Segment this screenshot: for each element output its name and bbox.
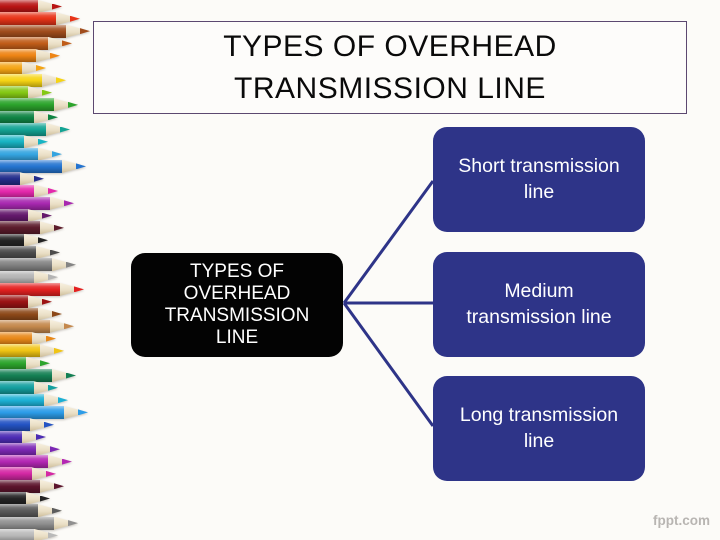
pencil bbox=[0, 528, 100, 540]
pencil bbox=[0, 0, 100, 13]
pencil bbox=[0, 344, 100, 358]
connector-line-long bbox=[342, 302, 435, 427]
colored-pencils-border bbox=[0, 0, 100, 540]
pencil bbox=[0, 270, 100, 284]
pencil bbox=[0, 49, 100, 63]
pencil bbox=[0, 418, 100, 432]
pencil bbox=[0, 24, 100, 38]
pencil bbox=[0, 123, 100, 136]
pencil bbox=[0, 184, 100, 198]
pencil bbox=[0, 319, 100, 333]
pencil bbox=[0, 233, 100, 247]
pencil bbox=[0, 196, 100, 210]
pencil bbox=[0, 209, 100, 223]
pencil bbox=[0, 172, 100, 186]
pencil bbox=[0, 86, 100, 100]
slide-title: TYPES OF OVERHEAD TRANSMISSION LINE bbox=[223, 30, 557, 105]
pencil bbox=[0, 393, 100, 407]
pencil bbox=[0, 295, 100, 309]
pencil bbox=[0, 332, 100, 346]
pencil bbox=[0, 159, 100, 173]
pencil bbox=[0, 455, 100, 469]
watermark: fppt.com bbox=[653, 513, 710, 528]
pencil bbox=[0, 12, 100, 26]
pencil bbox=[0, 221, 100, 235]
pencil bbox=[0, 405, 100, 419]
pencil bbox=[0, 504, 100, 518]
pencil bbox=[0, 442, 100, 456]
pencil bbox=[0, 36, 100, 50]
diagram-root-node: TYPES OF OVERHEAD TRANSMISSION LINE bbox=[131, 253, 343, 357]
pencil bbox=[0, 110, 100, 124]
slide-title-box: TYPES OF OVERHEAD TRANSMISSION LINE bbox=[93, 21, 687, 114]
diagram-node-medium-transmission-line: Medium transmission line bbox=[433, 252, 645, 357]
pencil bbox=[0, 73, 100, 87]
pencil bbox=[0, 307, 100, 321]
pencil bbox=[0, 61, 100, 75]
pencil bbox=[0, 467, 100, 481]
diagram-node-label: Long transmission line bbox=[459, 404, 619, 452]
pencil bbox=[0, 381, 100, 395]
pencil bbox=[0, 369, 100, 382]
diagram-node-long-transmission-line: Long transmission line bbox=[433, 376, 645, 481]
connector-line-short bbox=[342, 180, 435, 304]
pencil bbox=[0, 516, 100, 530]
pencil bbox=[0, 430, 100, 444]
pencil bbox=[0, 479, 100, 493]
pencil bbox=[0, 98, 100, 112]
diagram-node-short-transmission-line: Short transmission line bbox=[433, 127, 645, 232]
pencil bbox=[0, 135, 100, 149]
pencil bbox=[0, 356, 100, 370]
diagram-root-label: TYPES OF OVERHEAD TRANSMISSION LINE bbox=[164, 260, 310, 349]
pencil bbox=[0, 492, 100, 505]
pencil bbox=[0, 258, 100, 272]
diagram-node-label: Short transmission line bbox=[458, 155, 620, 203]
pencil bbox=[0, 246, 100, 259]
pencil bbox=[0, 147, 100, 161]
pencil bbox=[0, 282, 100, 296]
diagram-node-label: Medium transmission line bbox=[466, 280, 612, 328]
